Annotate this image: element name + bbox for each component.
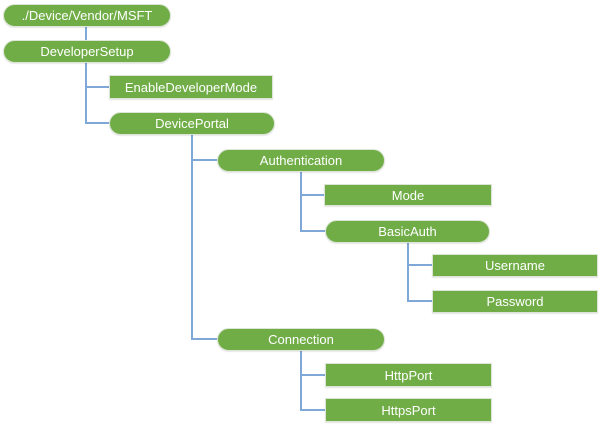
connector-branch-authentication [191, 159, 218, 161]
connector-trunk-authentication [300, 171, 302, 232]
connector-branch-deviceportal [85, 122, 110, 124]
node-developersetup-label: DeveloperSetup [40, 44, 134, 59]
node-root-label: ./Device/Vendor/MSFT [21, 8, 153, 23]
node-deviceportal-label: DevicePortal [155, 116, 229, 131]
connector-trunk-developersetup [85, 62, 87, 124]
connector-branch-username [407, 264, 433, 266]
node-deviceportal: DevicePortal [109, 112, 275, 135]
connector-branch-basicauth [300, 230, 326, 232]
node-password: Password [432, 290, 598, 313]
node-enabledevelopermode-label: EnableDeveloperMode [124, 79, 258, 95]
connector-branch-enabledevelopermode [85, 86, 110, 88]
node-httpport-label: HttpPort [384, 367, 433, 383]
connector-branch-mode [300, 194, 325, 196]
node-root: ./Device/Vendor/MSFT [3, 4, 171, 27]
node-httpsport: HttpsPort [325, 398, 492, 422]
connector-root-to-developersetup [85, 26, 87, 41]
connector-trunk-connection [300, 349, 302, 411]
node-basicauth: BasicAuth [325, 220, 490, 243]
connector-branch-connection [191, 338, 218, 340]
node-connection-label: Connection [268, 332, 334, 347]
node-basicauth-label: BasicAuth [378, 224, 437, 239]
node-password-label: Password [486, 294, 544, 309]
connector-branch-httpsport [300, 409, 326, 411]
node-httpport: HttpPort [325, 363, 492, 387]
connector-branch-password [407, 300, 433, 302]
node-mode-label: Mode [391, 187, 425, 203]
node-authentication: Authentication [217, 149, 385, 172]
connector-branch-httpport [300, 374, 326, 376]
node-username-label: Username [485, 258, 545, 273]
connector-trunk-deviceportal [191, 134, 193, 340]
node-mode: Mode [324, 184, 492, 206]
node-connection: Connection [217, 328, 385, 351]
node-username: Username [432, 254, 598, 277]
node-developersetup: DeveloperSetup [3, 40, 171, 63]
node-enabledevelopermode: EnableDeveloperMode [109, 75, 273, 99]
connector-trunk-basicauth [407, 242, 409, 302]
node-authentication-label: Authentication [259, 153, 343, 168]
node-httpsport-label: HttpsPort [381, 402, 436, 418]
